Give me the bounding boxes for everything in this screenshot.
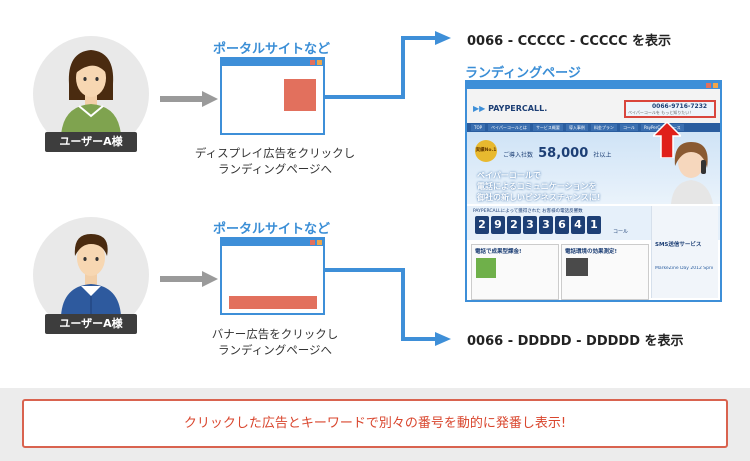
female-user-icon bbox=[61, 50, 121, 136]
lp-side-banner: MarkeZine Day 2012 Spring bbox=[655, 266, 713, 271]
lp-box-1: 電話で成果型課金! bbox=[471, 244, 559, 300]
lp-side-title: SMS送信サービス bbox=[655, 242, 702, 248]
lp-hero-badge: 実績No.1 bbox=[475, 140, 497, 162]
lp-box-2-title: 電話環境の効果測定! bbox=[565, 249, 618, 255]
portal-title-1: ポータルサイトなど bbox=[213, 42, 331, 57]
lp-logo: ▶▶ PAYPERCALL. bbox=[473, 104, 548, 113]
lp-box-1-image bbox=[476, 258, 496, 278]
lp-logo-text: PAYPERCALL. bbox=[488, 104, 548, 113]
lp-hero-line3: 御社の新しいビジネスチャンスに! bbox=[477, 193, 601, 202]
lp-hero-count-value: 58,000 bbox=[538, 146, 589, 161]
portal-window-display bbox=[220, 57, 325, 135]
portal-caption-2: バナー広告をクリックし ランディングページへ bbox=[186, 326, 364, 358]
window-control-icon bbox=[317, 240, 322, 245]
lp-nav-item[interactable]: ペイパーコールとは bbox=[488, 124, 530, 131]
window-control-icon bbox=[713, 83, 718, 88]
lp-nav-item[interactable]: 導入事例 bbox=[565, 124, 588, 131]
woman-on-phone-icon bbox=[671, 142, 713, 204]
banner-ad[interactable] bbox=[229, 296, 317, 309]
lp-counter-suffix: コール bbox=[613, 229, 629, 235]
user-label-1: ユーザーA様 bbox=[45, 132, 137, 152]
grey-arrow-icon-2 bbox=[160, 271, 218, 287]
lp-hero-line2: 電話によるコミュニケーションを bbox=[477, 182, 597, 191]
blue-arrow-icon-bottom bbox=[325, 268, 451, 346]
lp-nav-item[interactable]: サービス概要 bbox=[532, 124, 563, 131]
lp-hero-line1: ペイパーコールで bbox=[477, 171, 541, 180]
lp-hero-count-label: ご導入社数 bbox=[503, 152, 534, 159]
caption-line: ディスプレイ広告をクリックし bbox=[194, 146, 356, 160]
result-bottom: 0066 - DDDDD - DDDDD を表示 bbox=[467, 334, 684, 349]
window-control-icon bbox=[706, 83, 711, 88]
portal-caption-1: ディスプレイ広告をクリックし ランディングページへ bbox=[186, 145, 364, 177]
portal-window-banner bbox=[220, 237, 325, 315]
window-control-icon bbox=[310, 240, 315, 245]
lp-hero-count-suffix: 社以上 bbox=[593, 152, 612, 159]
landing-page-window: ▶▶ PAYPERCALL. 0066-9716-7232 ペイパーコールを も… bbox=[465, 80, 722, 302]
lp-hero-count: ご導入社数 58,000 社以上 bbox=[503, 142, 611, 161]
caption-line: バナー広告をクリックし bbox=[211, 327, 339, 341]
user-label-2: ユーザーA様 bbox=[45, 314, 137, 334]
callout-box: クリックした広告とキーワードで別々の番号を動的に発番し表示! bbox=[22, 399, 728, 448]
blue-arrow-icon-top bbox=[325, 31, 451, 99]
lp-box-1-title: 電話で成果型課金! bbox=[475, 249, 522, 255]
caption-line: ランディングページへ bbox=[218, 162, 332, 176]
lp-counter-digit: 2 bbox=[507, 216, 521, 234]
lp-nav-item[interactable]: コール bbox=[619, 124, 638, 131]
lp-sidebar: SMS送信サービス MarkeZine Day 2012 Spring bbox=[651, 206, 718, 298]
display-ad[interactable] bbox=[284, 79, 316, 111]
lp-phone-number: 0066-9716-7232 bbox=[652, 103, 708, 110]
window-titlebar bbox=[222, 239, 323, 246]
lp-counter-digit: 1 bbox=[587, 216, 601, 234]
window-control-icon bbox=[310, 60, 315, 65]
caption-line: ランディングページへ bbox=[218, 343, 332, 357]
lp-counter-digit: 6 bbox=[555, 216, 569, 234]
lp-counter-label: PAYPERCALLによって獲得された お客様の電話反響数 bbox=[473, 209, 583, 214]
lp-counter-digit: 2 bbox=[475, 216, 489, 234]
lp-box-2-image bbox=[566, 258, 588, 276]
red-up-arrow-icon bbox=[653, 122, 681, 158]
lp-phone-box[interactable]: 0066-9716-7232 ペイパーコールを もっと知りたい！ bbox=[624, 100, 716, 118]
lp-counter-digit: 9 bbox=[491, 216, 505, 234]
result-top: 0066 - CCCCC - CCCCC を表示 bbox=[467, 34, 672, 49]
window-titlebar bbox=[222, 59, 323, 66]
landing-page-title: ランディングページ bbox=[465, 66, 581, 81]
grey-arrow-icon-1 bbox=[160, 91, 218, 107]
window-titlebar bbox=[467, 82, 720, 89]
lp-counter-digit: 3 bbox=[523, 216, 537, 234]
lp-box-2: 電話環境の効果測定! bbox=[561, 244, 649, 300]
male-user-icon bbox=[61, 234, 121, 316]
lp-nav-items: TOPペイパーコールとはサービス概要導入事例料金プランコールPayPerCall… bbox=[471, 124, 720, 131]
window-control-icon bbox=[317, 60, 322, 65]
lp-nav-item[interactable]: 料金プラン bbox=[590, 124, 617, 131]
lp-counter-digit: 3 bbox=[539, 216, 553, 234]
portal-title-2: ポータルサイトなど bbox=[213, 222, 331, 237]
lp-counter-digit: 4 bbox=[571, 216, 585, 234]
lp-phone-caption: ペイパーコールを もっと知りたい！ bbox=[628, 110, 694, 115]
lp-nav-item[interactable]: TOP bbox=[471, 124, 486, 131]
